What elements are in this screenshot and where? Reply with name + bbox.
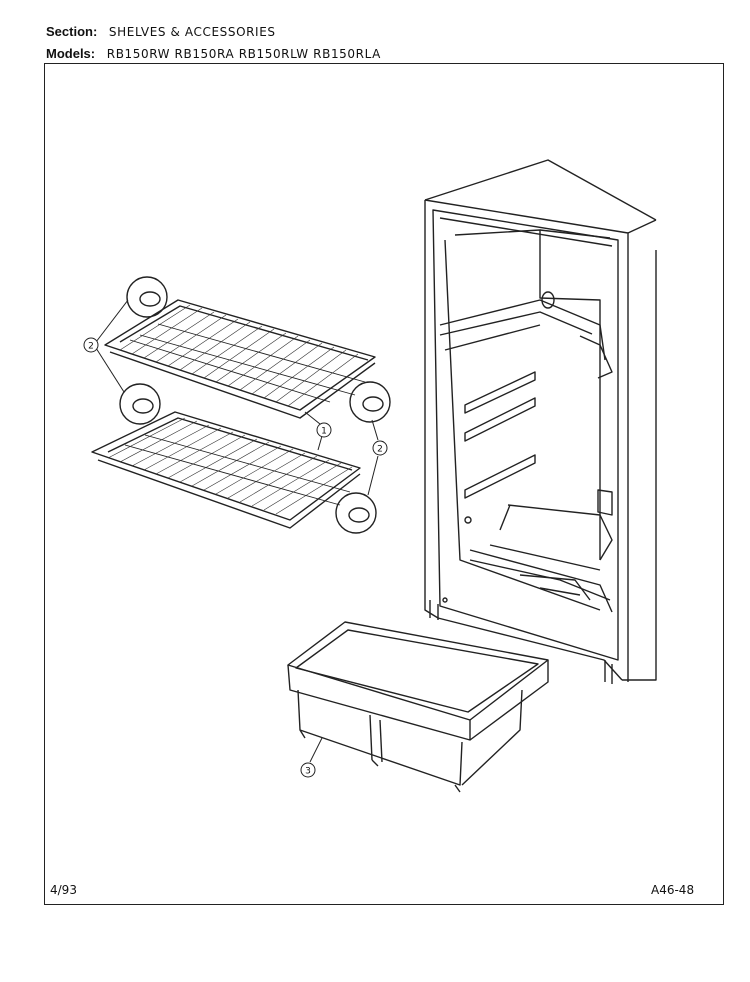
- lower-shelf: [91, 411, 361, 529]
- callout-3-bubble: [300, 762, 316, 778]
- callout-2-right-bubble: [372, 440, 388, 456]
- callout-1-bubble: [316, 422, 332, 438]
- models-label: Models:: [46, 46, 96, 61]
- refrigerator-cabinet: [424, 159, 657, 684]
- upper-shelf: [104, 299, 376, 419]
- crisper-pan: [287, 621, 549, 793]
- callout-2-right-label: 2: [377, 445, 383, 455]
- leader-lines: [95, 299, 379, 763]
- upper-shelf-grid: [119, 304, 359, 407]
- section-line: Section: SHELVES & ACCESSORIES: [46, 24, 276, 40]
- section-value: SHELVES & ACCESSORIES: [108, 25, 276, 39]
- footer-date: 4/93: [50, 883, 77, 897]
- callout-2-left-bubble: [83, 337, 99, 353]
- section-label: Section:: [46, 24, 98, 39]
- callout-2-left-label: 2: [88, 342, 94, 352]
- footer-page-code: A46-48: [651, 883, 695, 897]
- models-value: RB150RW RB150RA RB150RLW RB150RLA: [106, 47, 381, 61]
- callout-1-label: 1: [321, 427, 327, 437]
- callout-3-label: 3: [305, 767, 311, 777]
- models-line: Models: RB150RW RB150RA RB150RLW RB150RL…: [46, 46, 381, 62]
- shelf-clip-detail: [119, 276, 391, 534]
- lower-shelf-grid: [107, 417, 353, 515]
- diagram-frame: [44, 63, 724, 905]
